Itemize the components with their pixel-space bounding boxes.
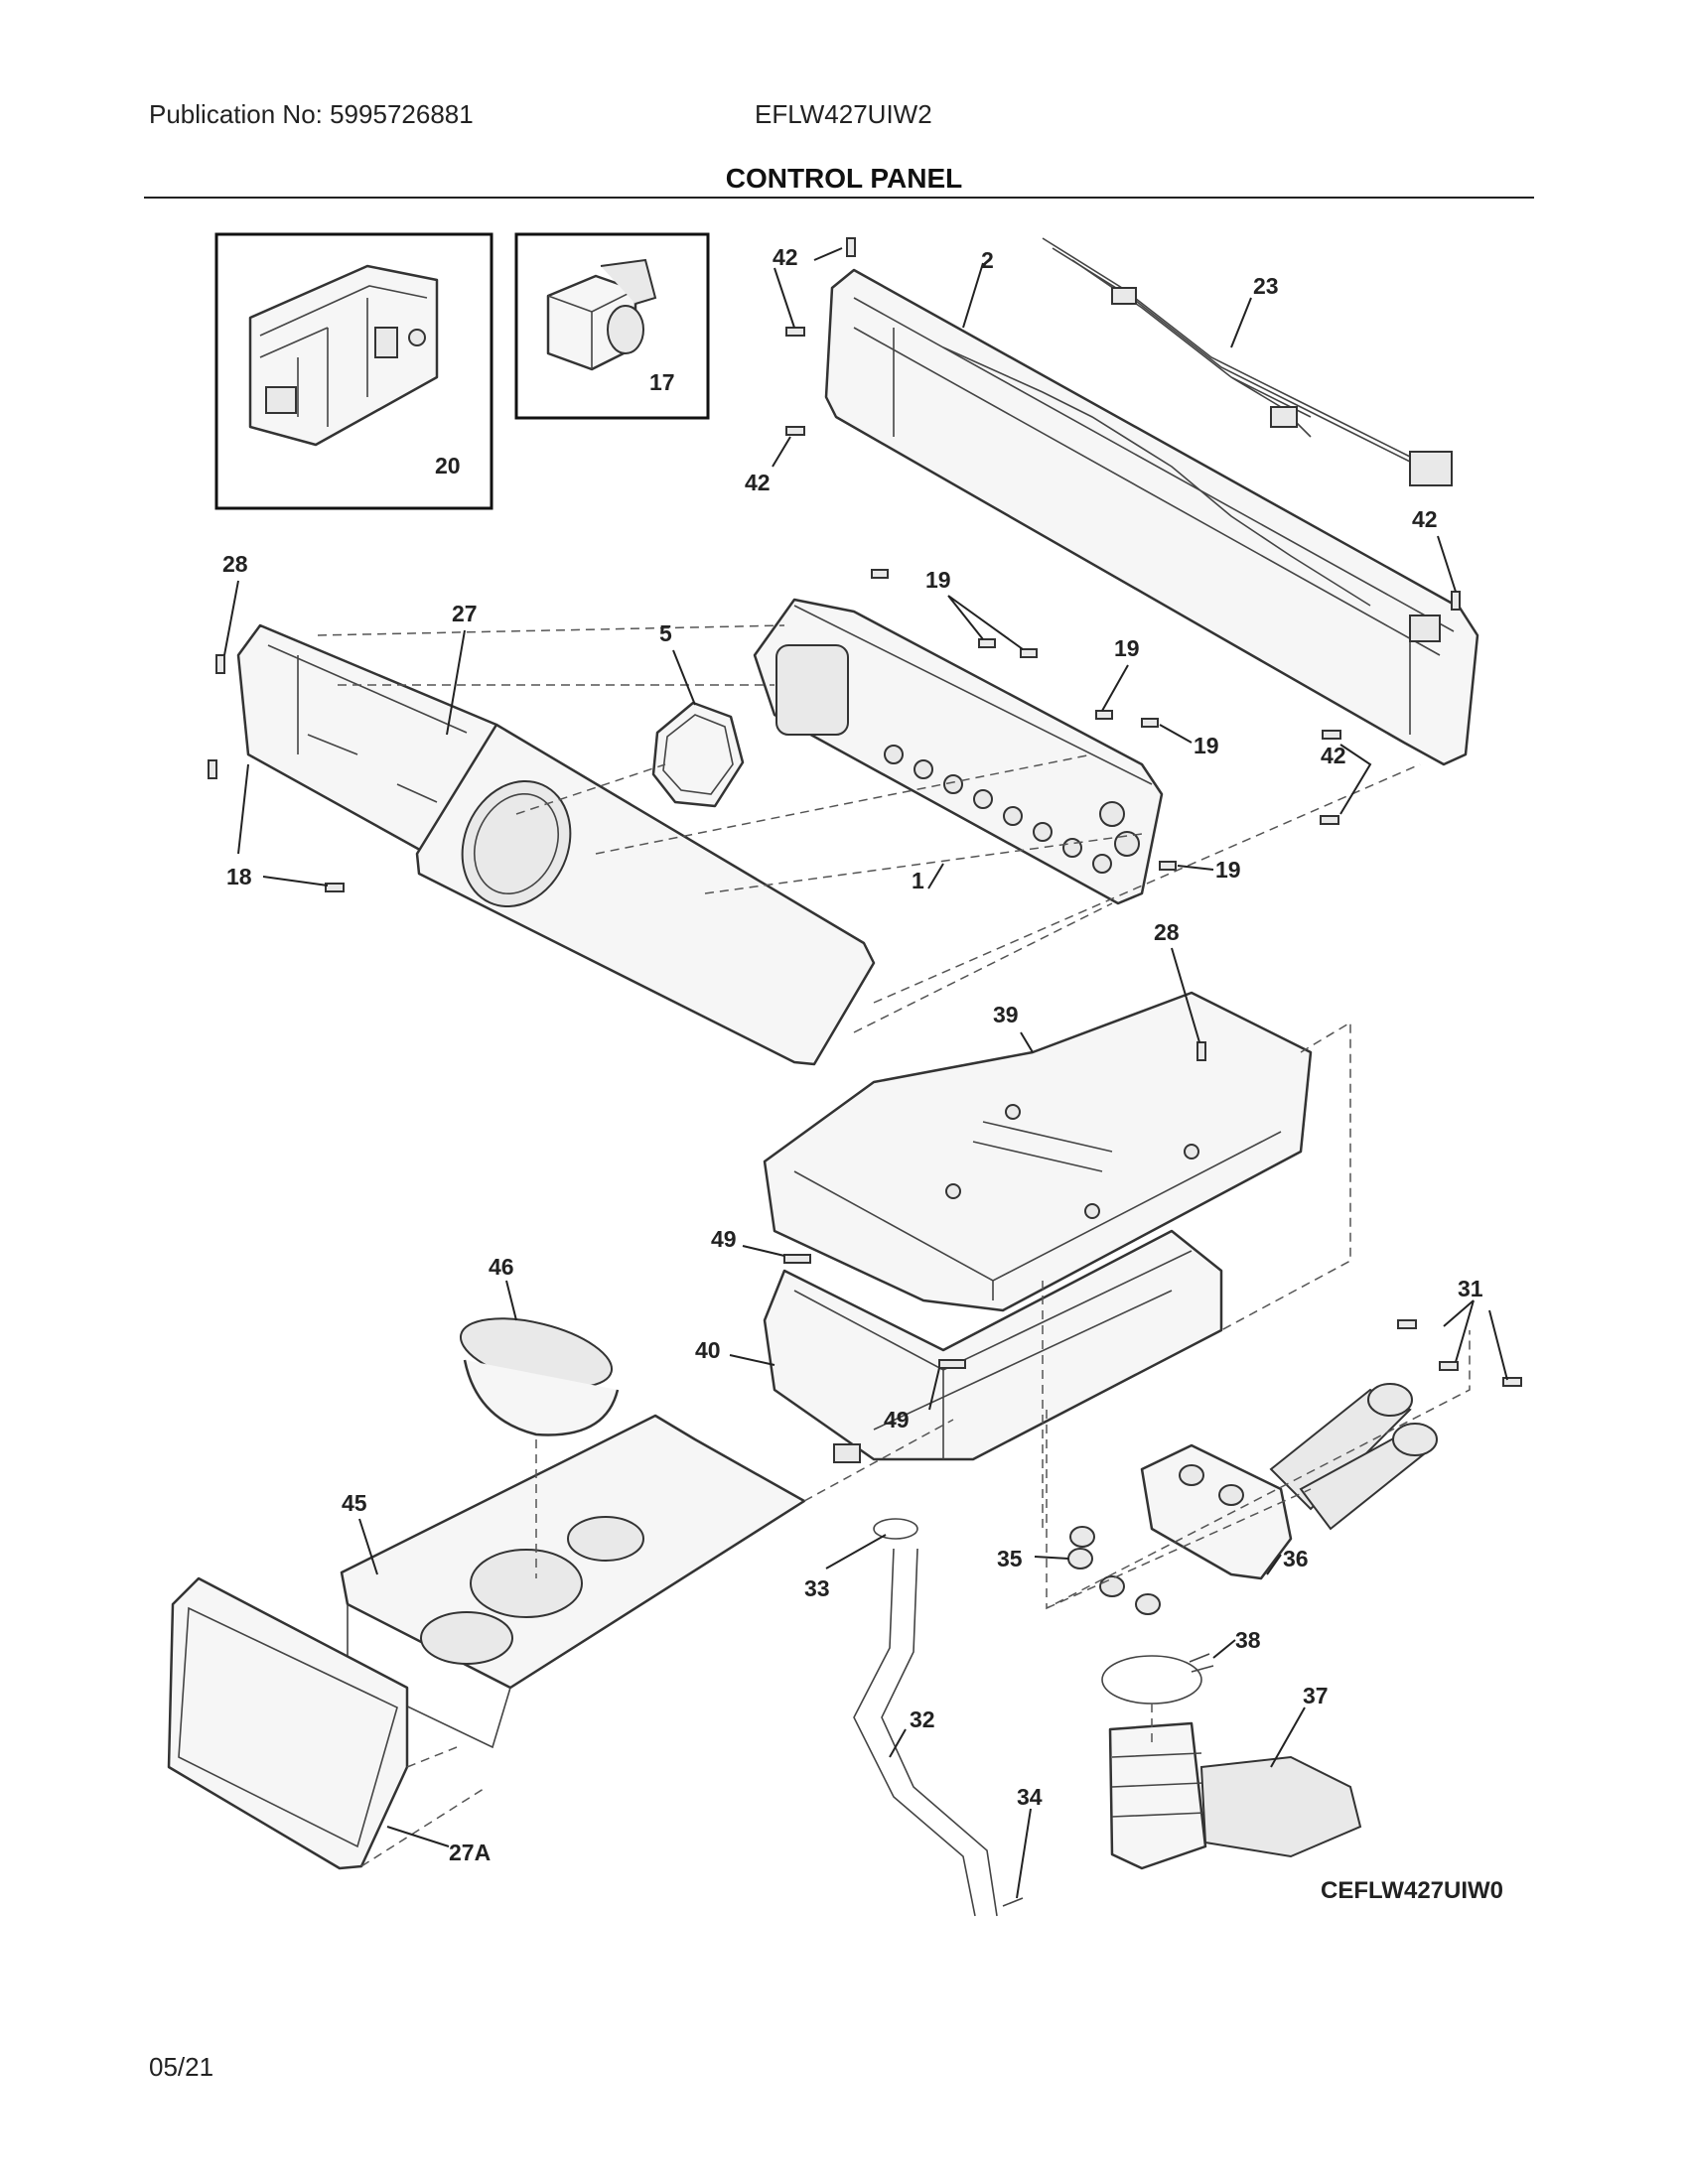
drawer-handle-part-27A	[167, 1576, 409, 1870]
drain-hose-part-32	[853, 1548, 998, 1917]
publication-number: Publication No: 5995726881	[149, 99, 474, 129]
dispenser-housing-part-40	[763, 1229, 1223, 1463]
dispenser-drawer-part-45	[340, 1414, 806, 1749]
callout-19-mid: 19	[1114, 635, 1140, 661]
dispenser-cover-part-39	[763, 991, 1313, 1312]
callout-42-lower: 42	[1321, 743, 1346, 768]
inlet-valve-part-36	[1140, 1383, 1438, 1580]
leader-lines	[223, 247, 1508, 1899]
hose-clamp-part-33	[873, 1518, 918, 1540]
callout-23: 23	[1253, 273, 1279, 299]
callout-17: 17	[649, 369, 675, 395]
callout-35: 35	[997, 1546, 1023, 1571]
callout-42-left: 42	[745, 470, 771, 495]
callout-18: 18	[226, 864, 252, 889]
user-interface-board-part-1	[753, 598, 1164, 905]
callout-40: 40	[695, 1337, 721, 1363]
relay-part-17	[546, 258, 657, 371]
callout-28-left: 28	[222, 551, 248, 577]
callout-38: 38	[1235, 1627, 1261, 1653]
assembly-guide-lines	[317, 624, 1471, 1867]
callout-1: 1	[912, 868, 924, 893]
inset-box-control-board	[214, 232, 493, 510]
callout-28-right: 28	[1154, 919, 1180, 945]
callout-2: 2	[981, 247, 994, 273]
callout-34: 34	[1017, 1784, 1043, 1810]
callout-36: 36	[1283, 1546, 1309, 1571]
publication-date: 05/21	[149, 2052, 214, 2082]
dispenser-cup-part-46	[459, 1317, 620, 1436]
diagram-code: CEFLW427UIW0	[1321, 1877, 1503, 1904]
callout-5: 5	[659, 620, 672, 646]
title-rule	[144, 197, 1534, 199]
callout-46: 46	[489, 1254, 514, 1280]
callout-32: 32	[910, 1706, 935, 1732]
callout-19-top: 19	[925, 567, 951, 593]
clamp-part-38	[1101, 1653, 1214, 1705]
callout-45: 45	[342, 1490, 367, 1516]
control-board-part-20	[248, 264, 439, 447]
callout-31: 31	[1458, 1276, 1483, 1301]
control-panel-bracket-part-2	[824, 268, 1479, 766]
callout-27A: 27A	[449, 1840, 491, 1865]
callout-33: 33	[804, 1575, 830, 1601]
knob-gasket-part-5	[651, 701, 745, 808]
wire-harness-part-23	[1042, 237, 1453, 486]
grommets-part-35	[1067, 1526, 1161, 1615]
callout-19-right: 19	[1194, 733, 1219, 758]
model-number: EFLW427UIW2	[755, 99, 932, 129]
tie-part-34	[1002, 1897, 1024, 1907]
callout-42-right: 42	[1412, 506, 1438, 532]
page-title: CONTROL PANEL	[725, 163, 963, 194]
callout-27: 27	[452, 601, 478, 626]
callout-49-lower: 49	[884, 1407, 910, 1433]
callout-labels: 20 17 42 2 23 42 42 42 28 27 5 19 19 19 …	[222, 244, 1503, 1904]
callout-37: 37	[1303, 1683, 1329, 1708]
callout-49-upper: 49	[711, 1226, 737, 1252]
dispenser-boot-part-37	[1108, 1721, 1362, 1870]
callout-39: 39	[993, 1002, 1019, 1027]
inset-box-relay	[514, 232, 710, 420]
callout-20: 20	[435, 453, 461, 478]
callout-42-top: 42	[773, 244, 798, 270]
callout-19-bottom: 19	[1215, 857, 1241, 883]
